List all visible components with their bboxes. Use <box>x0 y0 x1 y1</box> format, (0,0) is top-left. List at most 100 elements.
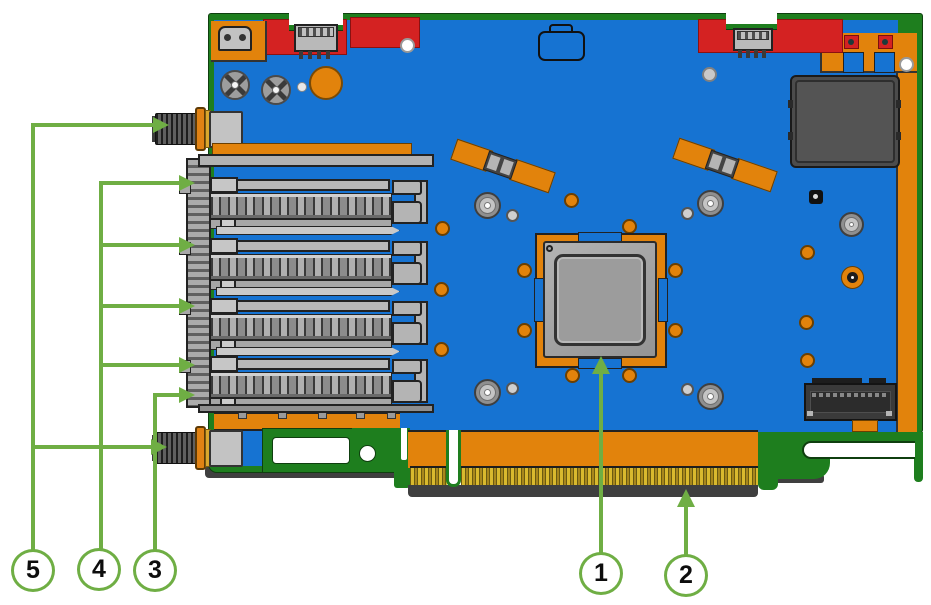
port-handle-bar <box>392 380 422 403</box>
port-slider <box>210 177 238 193</box>
callout-arrow <box>179 175 195 191</box>
via-pad <box>434 282 449 297</box>
callout-4-label: 4 <box>92 555 106 583</box>
rear-edge-strip <box>914 432 923 482</box>
screw-dot <box>882 39 888 45</box>
rear-tab-foot <box>758 470 778 490</box>
connector-pin <box>746 50 750 58</box>
screw-dot <box>848 39 854 45</box>
via-pad <box>622 219 637 234</box>
callout-1-label: 1 <box>594 559 608 587</box>
via-pad <box>622 368 637 383</box>
rear-tab-slot <box>802 441 915 459</box>
port-handle-bar <box>392 180 422 195</box>
port-handle-bar <box>392 359 422 374</box>
asic-pin1-marker <box>546 245 553 252</box>
gold-fingers <box>410 466 447 487</box>
callout-arrow <box>179 387 195 403</box>
gold-fingers <box>461 466 758 487</box>
callout-line-4 <box>101 304 179 308</box>
port-handle-bar <box>392 262 422 285</box>
copper-notch <box>874 52 895 73</box>
connector-pin <box>738 50 742 58</box>
callout-line-4 <box>101 181 179 185</box>
connector-pin <box>762 50 766 58</box>
heatsink-notch <box>896 132 901 140</box>
push-pin <box>261 75 291 105</box>
via-pad <box>435 221 450 236</box>
callout-arrow <box>179 298 195 314</box>
standoff <box>474 192 501 219</box>
via-pad <box>668 263 683 278</box>
push-pin <box>220 70 250 100</box>
via-pad <box>434 342 449 357</box>
callout-line-5 <box>31 123 35 551</box>
screw-hole <box>681 207 694 220</box>
callout-line-5 <box>33 123 153 127</box>
connector-pin <box>308 51 312 59</box>
connector-pin <box>224 34 231 41</box>
screw-hole <box>506 209 519 222</box>
mezzanine-contacts <box>812 393 889 397</box>
port-slider <box>210 356 238 372</box>
test-point <box>297 82 307 92</box>
via-pad <box>564 193 579 208</box>
asic-die <box>554 254 646 346</box>
coax-body <box>209 111 243 148</box>
mezzanine-foot <box>807 411 813 416</box>
rf-connector-dot <box>813 194 818 199</box>
edge-notch <box>726 11 777 26</box>
callout-line-4 <box>101 243 179 247</box>
port-slider <box>210 298 238 314</box>
connector-pin <box>317 51 321 59</box>
heatsink-notch <box>896 100 901 108</box>
callout-2: 2 <box>664 554 708 597</box>
debug-connector-ridges <box>737 31 769 40</box>
qsfp-port-cage <box>210 254 392 280</box>
mezzanine-connector-tab <box>869 378 886 385</box>
cage-bottom-bar <box>198 404 434 413</box>
heatsink-notch <box>788 100 793 108</box>
callout-arrow <box>179 237 195 253</box>
standoff <box>839 212 864 237</box>
mounting-hole <box>899 57 914 72</box>
callout-arrow <box>677 489 695 507</box>
standoff <box>474 379 501 406</box>
callout-line-1 <box>599 374 603 555</box>
callout-line-3 <box>155 393 179 397</box>
asic-pad-notch <box>658 278 668 322</box>
via-pad <box>799 315 814 330</box>
qsfp-port-cage <box>210 314 392 340</box>
port-rail <box>236 179 390 191</box>
coax-body <box>209 430 243 467</box>
heatsink-notch <box>788 132 793 140</box>
port-slider <box>210 238 238 254</box>
qsfp-port-cage <box>210 193 392 219</box>
port-rail <box>236 300 390 312</box>
port-handle-bar <box>392 201 422 224</box>
connector-pin <box>239 34 246 41</box>
callout-5: 5 <box>11 549 55 592</box>
two-pin-connector <box>218 26 252 51</box>
mounting-hole <box>400 38 415 53</box>
connector-pin <box>299 51 303 59</box>
port-handle-bar <box>392 241 422 256</box>
callout-line-5 <box>33 445 151 449</box>
standoff <box>697 383 724 410</box>
qsfp-port-cage <box>210 372 392 398</box>
silkscreen-outline <box>538 31 585 61</box>
rear-tab-bar <box>758 432 923 441</box>
callout-arrow <box>592 356 610 374</box>
via-pad <box>668 323 683 338</box>
pull-tab <box>216 287 400 296</box>
via-pad <box>565 368 580 383</box>
via-pad <box>517 263 532 278</box>
connector-pin <box>754 50 758 58</box>
copper-pad-circle <box>309 66 343 100</box>
port-rail <box>236 240 390 252</box>
heatsink-inner-frame <box>795 80 895 163</box>
port-handle-bar <box>392 322 422 345</box>
pcie-copper-band <box>408 430 758 468</box>
copper-notch <box>843 52 864 73</box>
copper-tab <box>852 420 878 432</box>
